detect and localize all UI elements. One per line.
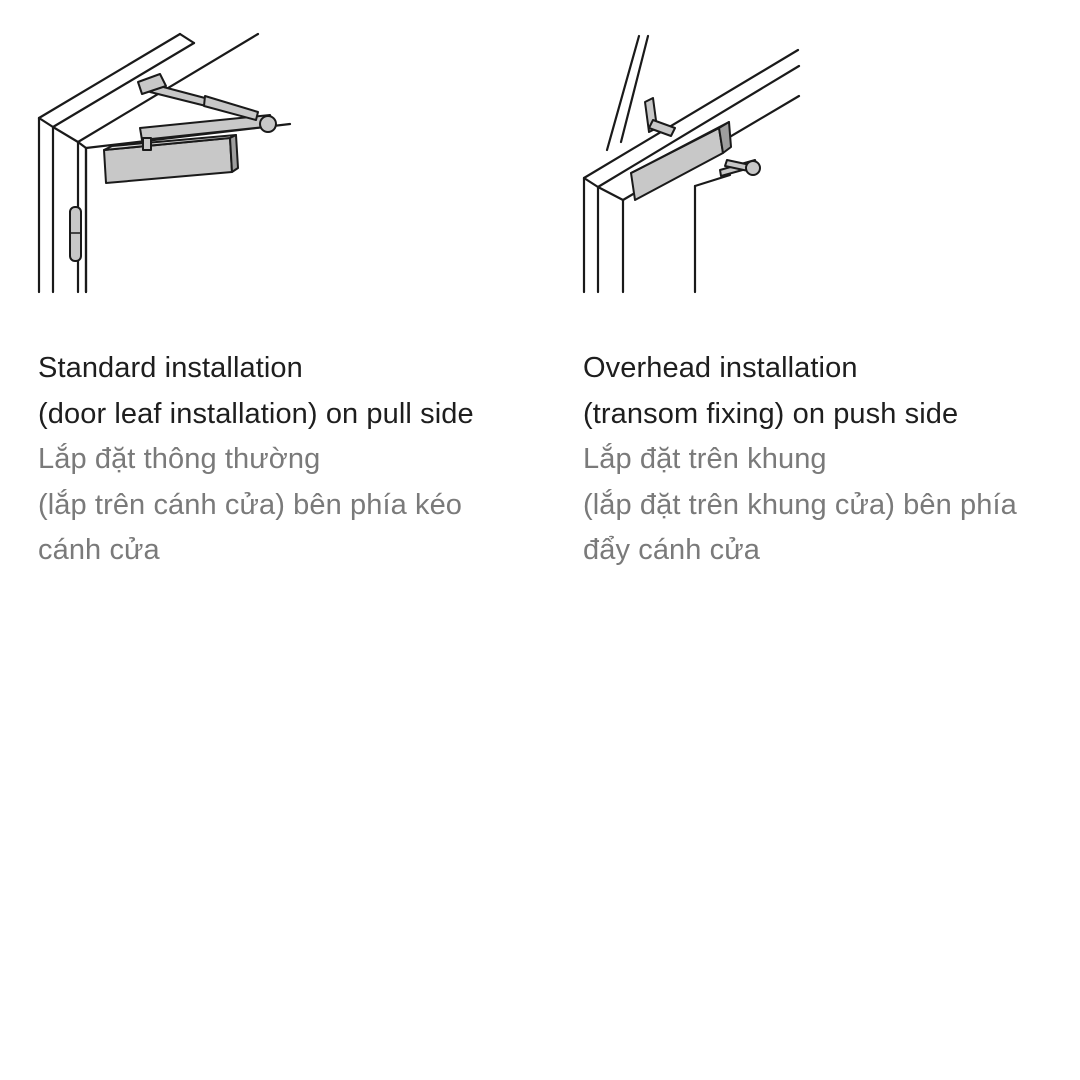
hinge-icon: [69, 206, 82, 262]
caption-vietnamese-line: Lắp đặt thông thường: [38, 443, 321, 475]
caption-subtitle-line: (door leaf installation) on pull side: [38, 397, 474, 430]
caption-vietnamese-line: (lắp trên cánh cửa) bên phía kéo: [38, 488, 463, 521]
caption-vietnamese-line: (lắp đặt trên khung cửa) bên phía: [583, 488, 1017, 521]
caption-vietnamese-line: đẩy cánh cửa: [583, 534, 760, 566]
caption-vietnamese-line: cánh cửa: [38, 534, 160, 566]
door-closer-pull-side-illustration: [37, 32, 292, 294]
caption-vietnamese-line: Lắp đặt trên khung: [583, 443, 827, 475]
standard-installation-panel: Standard installation (door leaf install…: [0, 0, 540, 600]
door-closer-body: [630, 121, 732, 201]
overhead-installation-panel: Overhead installation (transom fixing) o…: [545, 0, 1080, 600]
overhead-installation-caption: Overhead installation (transom fixing) o…: [583, 346, 1080, 574]
door-closer-arm: [644, 97, 761, 177]
caption-title-line: Standard installation: [38, 352, 303, 384]
caption-title-line: Overhead installation: [583, 352, 858, 384]
door-closer-body: [103, 134, 239, 184]
door-closer-push-side-illustration: [582, 34, 801, 294]
standard-installation-caption: Standard installation (door leaf install…: [38, 346, 538, 574]
door-closer-arm: [137, 73, 277, 151]
caption-subtitle-line: (transom fixing) on push side: [583, 397, 959, 430]
